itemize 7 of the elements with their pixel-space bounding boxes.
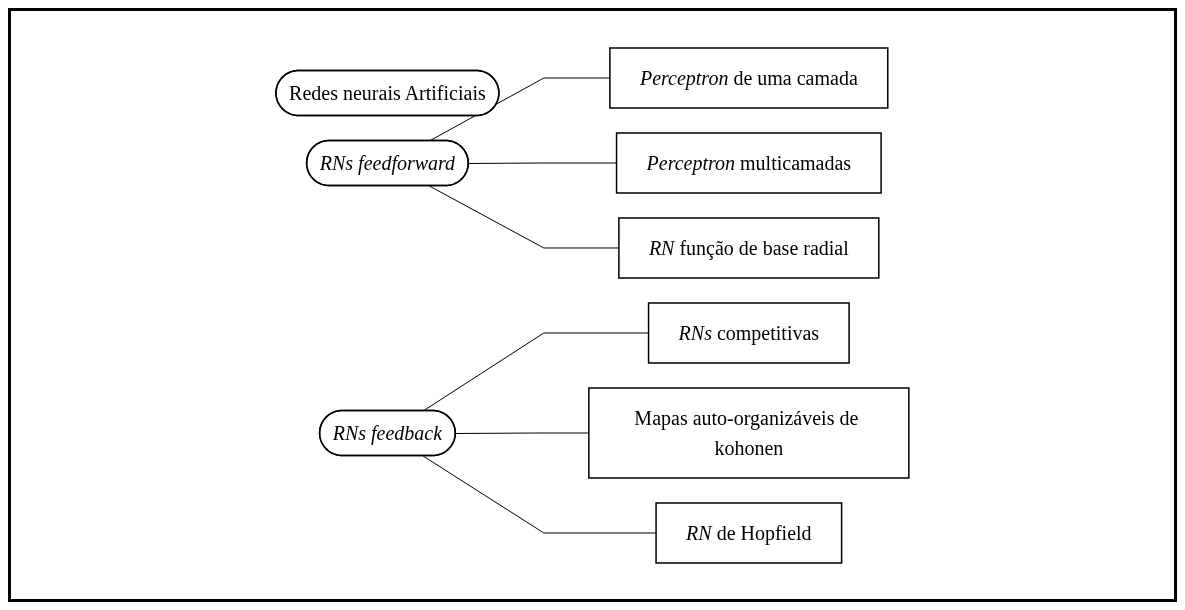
node-box: Perceptron multicamadas (615, 131, 882, 194)
node-box: RNs competitivas (647, 301, 850, 364)
node-box: Perceptron de uma camada (609, 46, 889, 109)
node-box: RN função de base radial (618, 216, 880, 279)
node-box: Mapas auto-organizáveis de kohonen (588, 386, 910, 479)
connector (422, 455, 657, 533)
node-box: RN de Hopfield (655, 501, 843, 564)
